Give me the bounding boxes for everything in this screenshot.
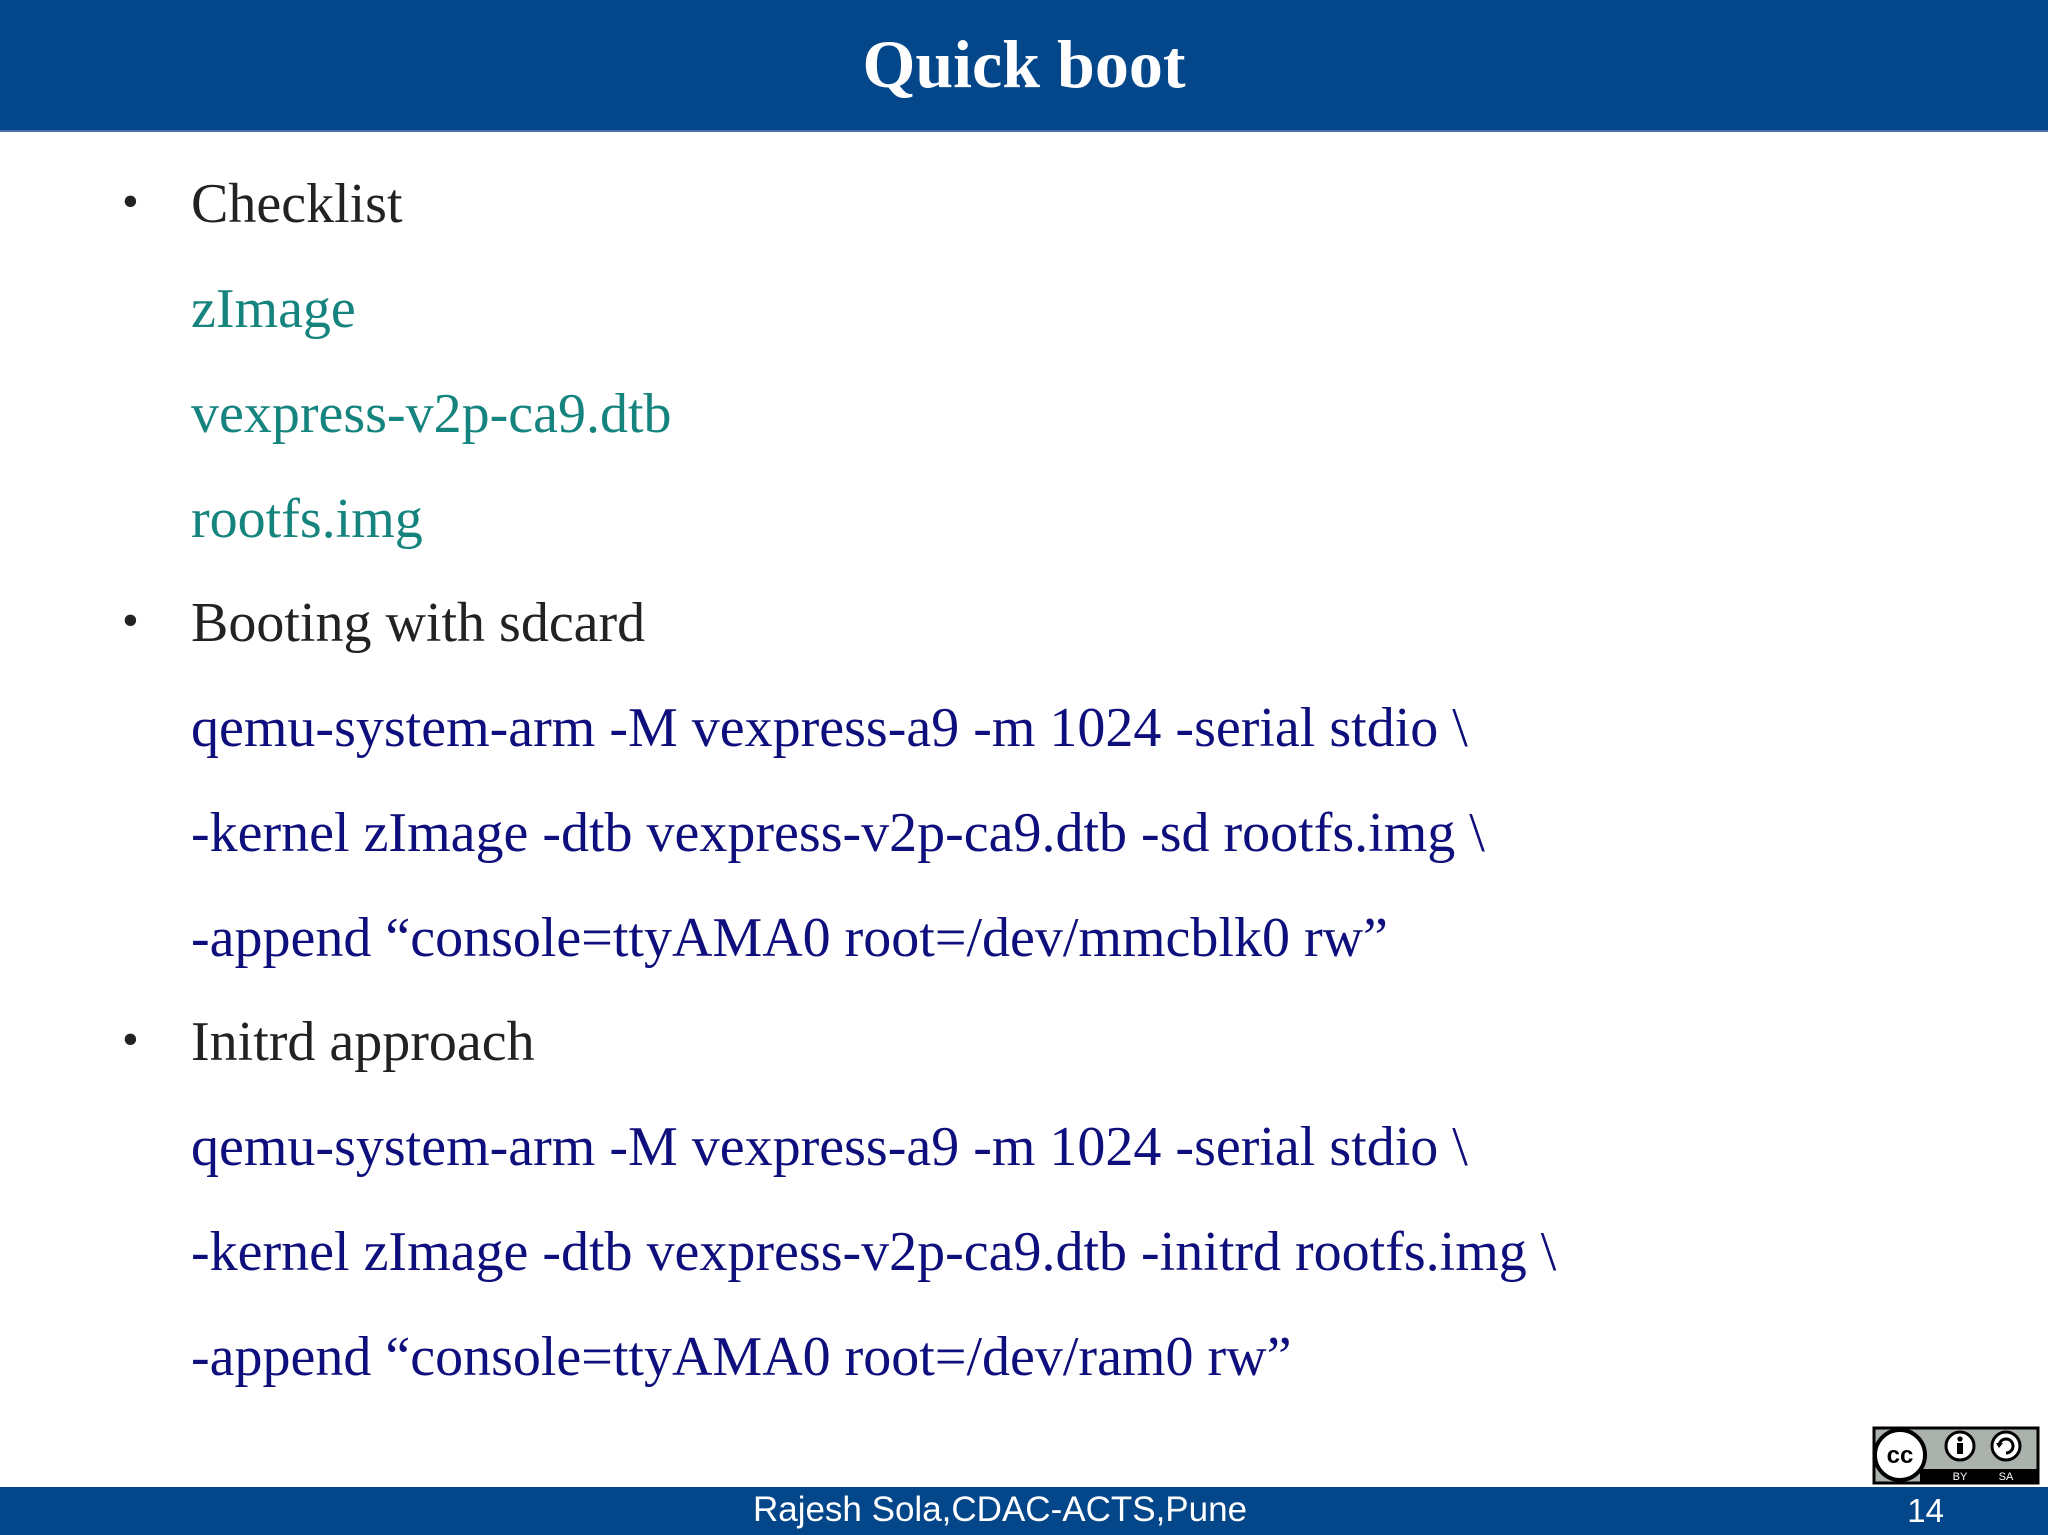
command-line: -append “console=ttyAMA0 root=/dev/ram0 …: [191, 1326, 1292, 1388]
file-item: zImage: [191, 278, 356, 340]
command-line: -kernel zImage -dtb vexpress-v2p-ca9.dtb…: [191, 802, 1485, 864]
command-line: qemu-system-arm -M vexpress-a9 -m 1024 -…: [191, 697, 1468, 759]
bullet-icon: •: [122, 594, 139, 647]
title-bar: Quick boot: [0, 0, 2048, 132]
section-heading: Booting with sdcard: [191, 592, 646, 654]
by-label: BY: [1953, 1471, 1968, 1483]
file-item: vexpress-v2p-ca9.dtb: [191, 383, 672, 445]
cc-label: cc: [1887, 1442, 1914, 1469]
command-line: -kernel zImage -dtb vexpress-v2p-ca9.dtb…: [191, 1221, 1557, 1283]
footer-author: Rajesh Sola,CDAC-ACTS,Pune: [752, 1490, 1248, 1529]
command-line: -append “console=ttyAMA0 root=/dev/mmcbl…: [191, 907, 1388, 969]
footer-bar: [0, 1487, 2048, 1535]
section-heading: Initrd approach: [191, 1011, 535, 1073]
bullet-icon: •: [122, 1013, 139, 1066]
footer-author-wrap: Rajesh Sola,CDAC-ACTS,Pune: [0, 1492, 2048, 1527]
bullet-icon: •: [122, 175, 139, 228]
file-item: rootfs.img: [191, 488, 423, 550]
section-heading: Checklist: [191, 173, 403, 235]
command-line: qemu-system-arm -M vexpress-a9 -m 1024 -…: [191, 1116, 1468, 1178]
sa-label: SA: [1999, 1471, 2014, 1483]
page-number: 14: [1907, 1492, 1944, 1529]
slide-title: Quick boot: [862, 26, 1186, 102]
cc-by-sa-icon: cc BY SA: [1872, 1426, 2040, 1485]
